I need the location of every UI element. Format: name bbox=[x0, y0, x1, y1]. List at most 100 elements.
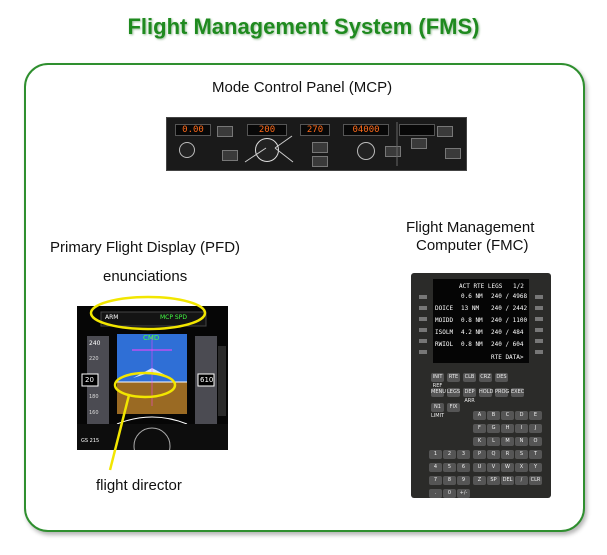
pfd-speed-tick-4: 160 bbox=[89, 410, 99, 416]
fmc-number-key: 1 bbox=[429, 450, 442, 459]
mcp-button bbox=[312, 142, 328, 153]
fmc-line-key bbox=[419, 295, 427, 299]
fmc-line-key bbox=[535, 328, 543, 332]
fmc-alpha-key: CLR bbox=[529, 476, 542, 485]
mcp-button bbox=[411, 138, 427, 149]
mcp-altitude-knob bbox=[357, 142, 375, 160]
fmc-row-spdalt: 240 / 484 bbox=[491, 329, 524, 336]
fmc-label-line2: Computer (FMC) bbox=[416, 237, 529, 254]
fmc-alpha-key: M bbox=[501, 437, 514, 446]
mcp-lines bbox=[244, 122, 398, 166]
fmc-line-key bbox=[419, 350, 427, 354]
fmc-alpha-key: X bbox=[515, 463, 528, 472]
fmc-alpha-key: P bbox=[473, 450, 486, 459]
mcp-display-course: 0.00 bbox=[175, 124, 211, 136]
fmc-alpha-key: DEL bbox=[501, 476, 514, 485]
pfd-label: Primary Flight Display (PFD) bbox=[50, 239, 241, 256]
mcp-panel: 0.00 200 270 04000 bbox=[166, 117, 467, 171]
fmc-row-spdalt: 240 / 2442 bbox=[491, 305, 528, 312]
fmc-line-key bbox=[535, 339, 543, 343]
fmc-number-key: 6 bbox=[457, 463, 470, 472]
fmc-function-key: N1 LIMIT bbox=[431, 403, 445, 419]
diagram-title: Flight Management System (FMS) bbox=[127, 14, 480, 39]
pfd-fma-arm: ARM bbox=[105, 314, 119, 321]
fmc-function-key: CLB bbox=[463, 373, 476, 382]
fmc-alpha-key: Y bbox=[529, 463, 542, 472]
fmc-alpha-key: / bbox=[515, 476, 528, 485]
fmc-alpha-key: A bbox=[473, 411, 486, 420]
fmc-row-wpt: DOICE bbox=[435, 305, 454, 312]
fmc-row-wpt: MOIDD bbox=[435, 317, 454, 324]
fmc-alpha-key: V bbox=[487, 463, 500, 472]
mcp-display-speed: 200 bbox=[247, 124, 287, 136]
fmc-number-key: 0 bbox=[443, 489, 456, 498]
pfd-graphics bbox=[77, 311, 228, 450]
fmc-alpha-key: E bbox=[529, 411, 542, 420]
fmc-alpha-key: D bbox=[515, 411, 528, 420]
fmc-alpha-key: Q bbox=[487, 450, 500, 459]
fmc-alpha-key: L bbox=[487, 437, 500, 446]
fmc-line-key bbox=[419, 306, 427, 310]
fmc-number-key: +/- bbox=[457, 489, 470, 498]
enunciations-label: enunciations bbox=[103, 268, 188, 285]
fmc-footer: RTE DATA> bbox=[491, 354, 524, 361]
fmc-function-key: LEGS bbox=[447, 388, 460, 397]
fmc-function-key: RTE bbox=[447, 373, 460, 382]
flight-director-pointer bbox=[108, 394, 131, 471]
fmc-alpha-key: G bbox=[487, 424, 500, 433]
fmc-row-dist: 4.2 NM bbox=[461, 329, 483, 336]
pfd-speed-top: 240 bbox=[89, 340, 101, 347]
fmc-alpha-key: I bbox=[515, 424, 528, 433]
fmc-line-key bbox=[419, 317, 427, 321]
fmc-line-key bbox=[535, 295, 543, 299]
fmc-header: ACT RTE LEGS bbox=[459, 283, 503, 290]
fmc-alpha-key: B bbox=[487, 411, 500, 420]
flight-director-label: flight director bbox=[96, 477, 182, 494]
pfd-gs: GS 215 bbox=[81, 438, 100, 444]
mcp-label: Mode Control Panel (MCP) bbox=[212, 79, 393, 96]
fmc-line-key bbox=[535, 306, 543, 310]
fmc-line-key bbox=[419, 328, 427, 332]
fmc-row-dist: 0.8 NM bbox=[461, 341, 483, 348]
mcp-button bbox=[445, 148, 461, 159]
fmc-page: 1/2 bbox=[513, 283, 524, 290]
fmc-line-key bbox=[419, 339, 427, 343]
fmc-alpha-key: H bbox=[501, 424, 514, 433]
mcp-button bbox=[437, 126, 453, 137]
fmc-label-line1: Flight Management bbox=[406, 219, 535, 236]
fmc-screen: ACT RTE LEGS 1/2 0.6 NM 240 / 4968 DOICE… bbox=[433, 279, 529, 363]
fmc-row-wpt: ISOLM bbox=[435, 329, 454, 336]
fmc-alpha-key: F bbox=[473, 424, 486, 433]
fmc-number-key: 3 bbox=[457, 450, 470, 459]
fmc-function-key: FIX bbox=[447, 403, 460, 412]
fmc-number-key: 2 bbox=[443, 450, 456, 459]
pfd-cmd: CMD bbox=[143, 334, 160, 342]
fmc-alpha-key: Z bbox=[473, 476, 486, 485]
fmc-alpha-key: T bbox=[529, 450, 542, 459]
fmc-number-key: 7 bbox=[429, 476, 442, 485]
mcp-course-knob bbox=[179, 142, 195, 158]
fmc-function-key: MENU bbox=[431, 388, 446, 397]
fmc-function-key: EXEC bbox=[511, 388, 525, 397]
pfd-altitude-bug: 610 bbox=[200, 376, 214, 384]
fmc-alpha-key: N bbox=[515, 437, 528, 446]
fmc-alpha-key: S bbox=[515, 450, 528, 459]
pfd-speed-tick-3: 180 bbox=[89, 394, 99, 400]
fmc-alpha-key: K bbox=[473, 437, 486, 446]
fmc-row-wpt: RWIOL bbox=[435, 341, 454, 348]
fmc-function-key: DES bbox=[495, 373, 508, 382]
fmc-unit: ACT RTE LEGS 1/2 0.6 NM 240 / 4968 DOICE… bbox=[411, 273, 551, 498]
mcp-heading-knob bbox=[255, 138, 279, 162]
fmc-function-key: INIT REF bbox=[431, 373, 444, 389]
mcp-button bbox=[217, 126, 233, 137]
fmc-number-key: . bbox=[429, 489, 442, 498]
fmc-alpha-key: C bbox=[501, 411, 514, 420]
mcp-button bbox=[222, 150, 238, 161]
fmc-alpha-key: O bbox=[529, 437, 542, 446]
enunciations-highlight bbox=[89, 295, 207, 331]
mcp-button bbox=[385, 146, 401, 157]
pfd-speed-tick-1: 220 bbox=[89, 356, 99, 362]
fmc-function-key: HOLD bbox=[479, 388, 494, 397]
mcp-display-heading: 270 bbox=[300, 124, 330, 136]
